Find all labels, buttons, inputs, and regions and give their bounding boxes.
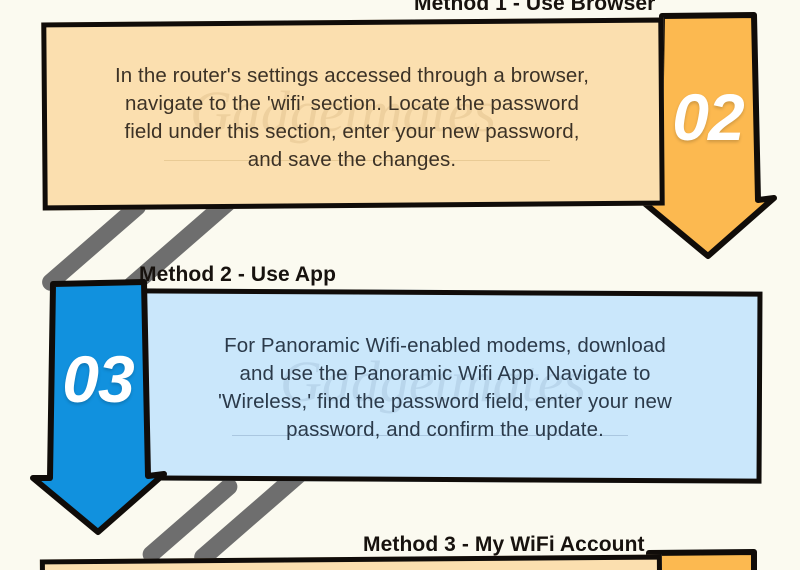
method-1-title: Method 1 - Use Browser bbox=[414, 0, 656, 15]
method-2-body: For Panoramic Wifi-enabled modems, downl… bbox=[218, 334, 672, 441]
step-number-02: 02 bbox=[672, 80, 744, 154]
method-3-box bbox=[39, 554, 663, 570]
decorative-rule bbox=[232, 435, 628, 436]
method-3-title: Method 3 - My WiFi Account bbox=[363, 533, 645, 556]
decorative-rule bbox=[164, 160, 550, 161]
method-1-body: In the router's settings accessed throug… bbox=[114, 64, 590, 171]
step-number-03: 03 bbox=[62, 342, 134, 416]
step-number-arrow-03: 03 bbox=[28, 278, 168, 536]
method-2-title: Method 2 - Use App bbox=[139, 263, 337, 286]
step-number-arrow-next bbox=[644, 549, 759, 570]
